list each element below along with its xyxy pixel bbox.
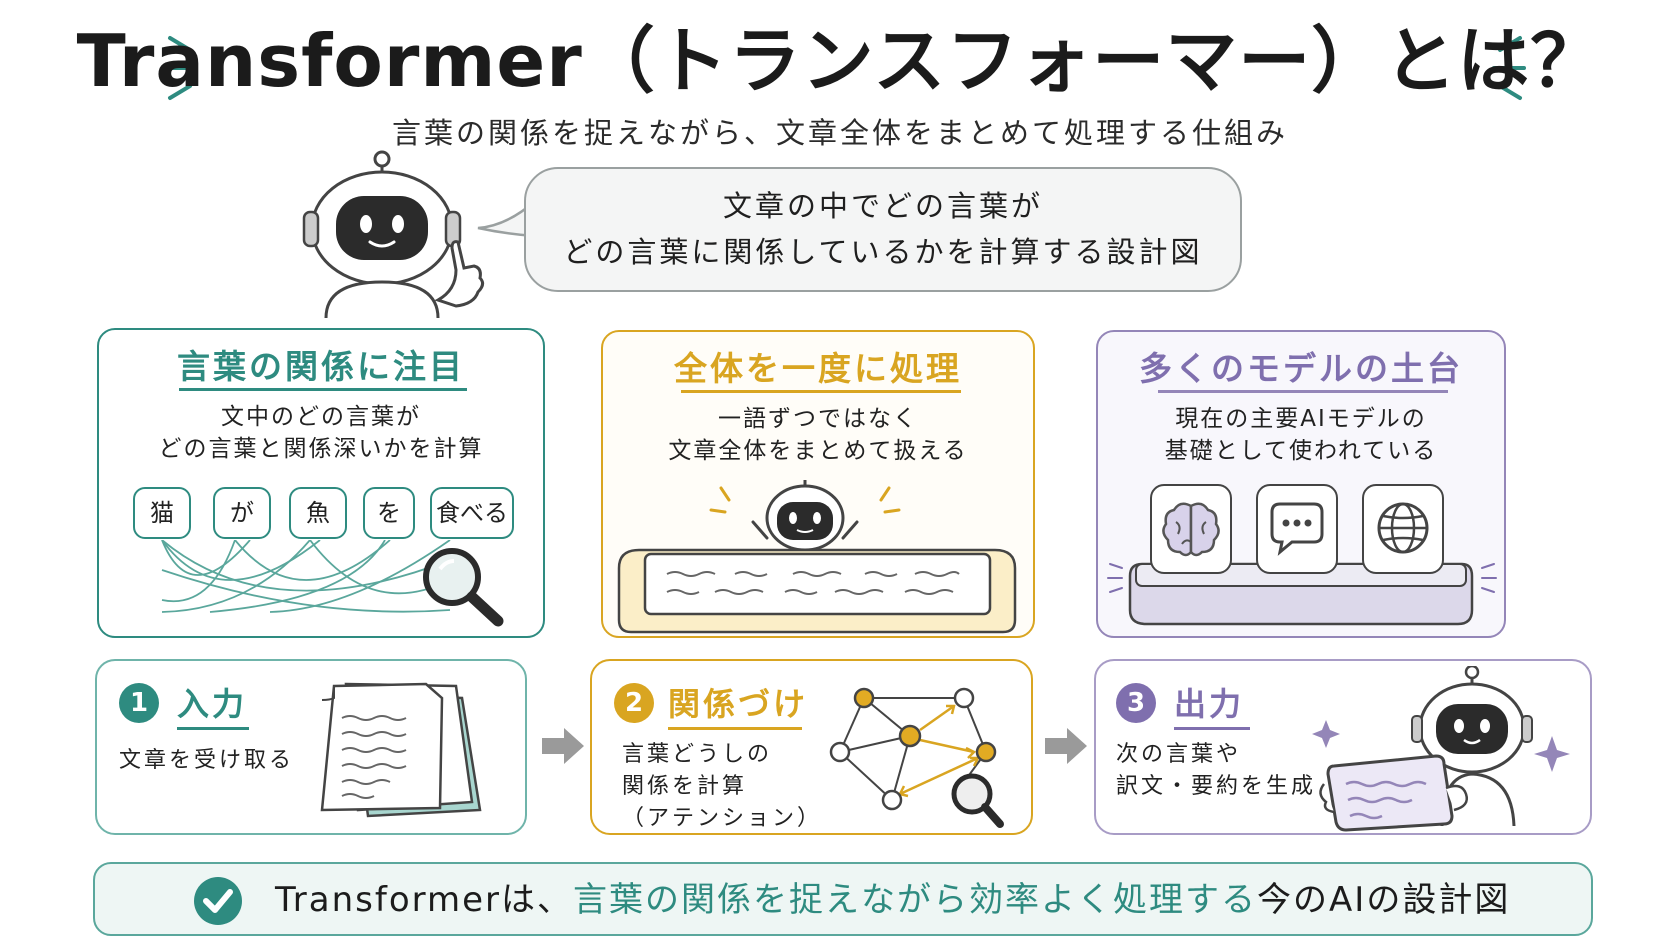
bubble-tail — [477, 201, 535, 238]
summary-banner: Transformerは、言葉の関係を捉えながら効率よく処理する今のAIの設計図 — [93, 862, 1593, 936]
card-desc-line-1: 文中のどの言葉が — [221, 404, 421, 430]
brain-icon — [1150, 484, 1232, 574]
summary-highlight: 言葉の関係を捉えながら効率よく処理する — [573, 880, 1258, 920]
card-title: 全体を一度に処理 — [674, 349, 962, 388]
sparkle-icon — [1492, 36, 1526, 100]
card-desc-line-2: 文章全体をまとめて扱える — [668, 438, 968, 464]
token-chip: が — [213, 487, 271, 539]
token-chip: 魚 — [289, 487, 347, 539]
step-relations: 2 関係づけ 言葉どうしの 関係を計算 （アテンション） — [590, 659, 1033, 835]
title-underline — [668, 727, 802, 730]
card-desc-line-1: 現在の主要AIモデルの — [1175, 406, 1427, 432]
summary-suffix: 今のAIの設計図 — [1257, 880, 1511, 920]
card-desc-line-2: どの言葉と関係深いかを計算 — [158, 436, 484, 462]
page-subtitle: 言葉の関係を捉えながら、文章全体をまとめて処理する仕組み — [391, 116, 1288, 150]
summary-text: Transformerは、言葉の関係を捉えながら効率よく処理する今のAIの設計図 — [275, 878, 1510, 922]
step-number: 2 — [614, 683, 654, 723]
network-icon — [829, 687, 1004, 828]
step-number: 3 — [1116, 683, 1156, 723]
title-underline — [1158, 390, 1448, 393]
chat-icon — [1256, 484, 1338, 574]
step-desc: 関係を計算 — [622, 774, 748, 799]
bubble-line-1: 文章の中でどの言葉が — [722, 189, 1043, 223]
step-desc: 次の言葉や — [1116, 742, 1242, 767]
speech-bubble: 文章の中でどの言葉が どの言葉に関係しているかを計算する設計図 — [524, 167, 1242, 292]
bubble-line-2: どの言葉に関係しているかを計算する設計図 — [563, 235, 1203, 269]
page-title: Transformer（トランスフォーマー）とは？ — [76, 19, 1604, 103]
token-chip: 食べる — [430, 487, 514, 539]
step-title: 入力 — [177, 685, 248, 723]
robot-icon — [1312, 666, 1570, 832]
card-title: 多くのモデルの土台 — [1139, 349, 1463, 388]
step-title: 出力 — [1174, 685, 1245, 723]
arrow-right-icon — [542, 728, 584, 764]
token-chip: 猫 — [133, 487, 191, 539]
card-title: 言葉の関係に注目 — [177, 347, 465, 386]
step-desc: （アテンション） — [622, 806, 823, 831]
check-icon — [194, 877, 242, 925]
title-underline — [177, 727, 249, 730]
step-desc: 文章を受け取る — [119, 748, 295, 773]
card-desc-line-2: 基礎として使われている — [1164, 438, 1438, 464]
title-underline — [681, 390, 961, 393]
title-underline — [1174, 727, 1250, 730]
sparkle-icon — [164, 36, 198, 100]
document-tray — [617, 548, 1017, 634]
document-stack-icon — [320, 682, 482, 818]
title-underline — [179, 388, 467, 391]
step-title: 関係づけ — [668, 685, 809, 723]
token-chip: を — [363, 487, 415, 539]
attention-lines — [161, 540, 451, 613]
robot-icon — [709, 480, 901, 552]
robot-icon — [302, 150, 485, 319]
summary-prefix: Transformerは、 — [275, 880, 574, 920]
step-desc: 訳文・要約を生成 — [1116, 774, 1317, 799]
arrow-right-icon — [1045, 728, 1087, 764]
card-desc-line-1: 一語ずつではなく — [718, 406, 918, 432]
globe-icon — [1362, 484, 1444, 574]
step-desc: 言葉どうしの — [622, 742, 773, 767]
magnifier-icon — [423, 548, 504, 627]
step-number: 1 — [119, 683, 159, 723]
